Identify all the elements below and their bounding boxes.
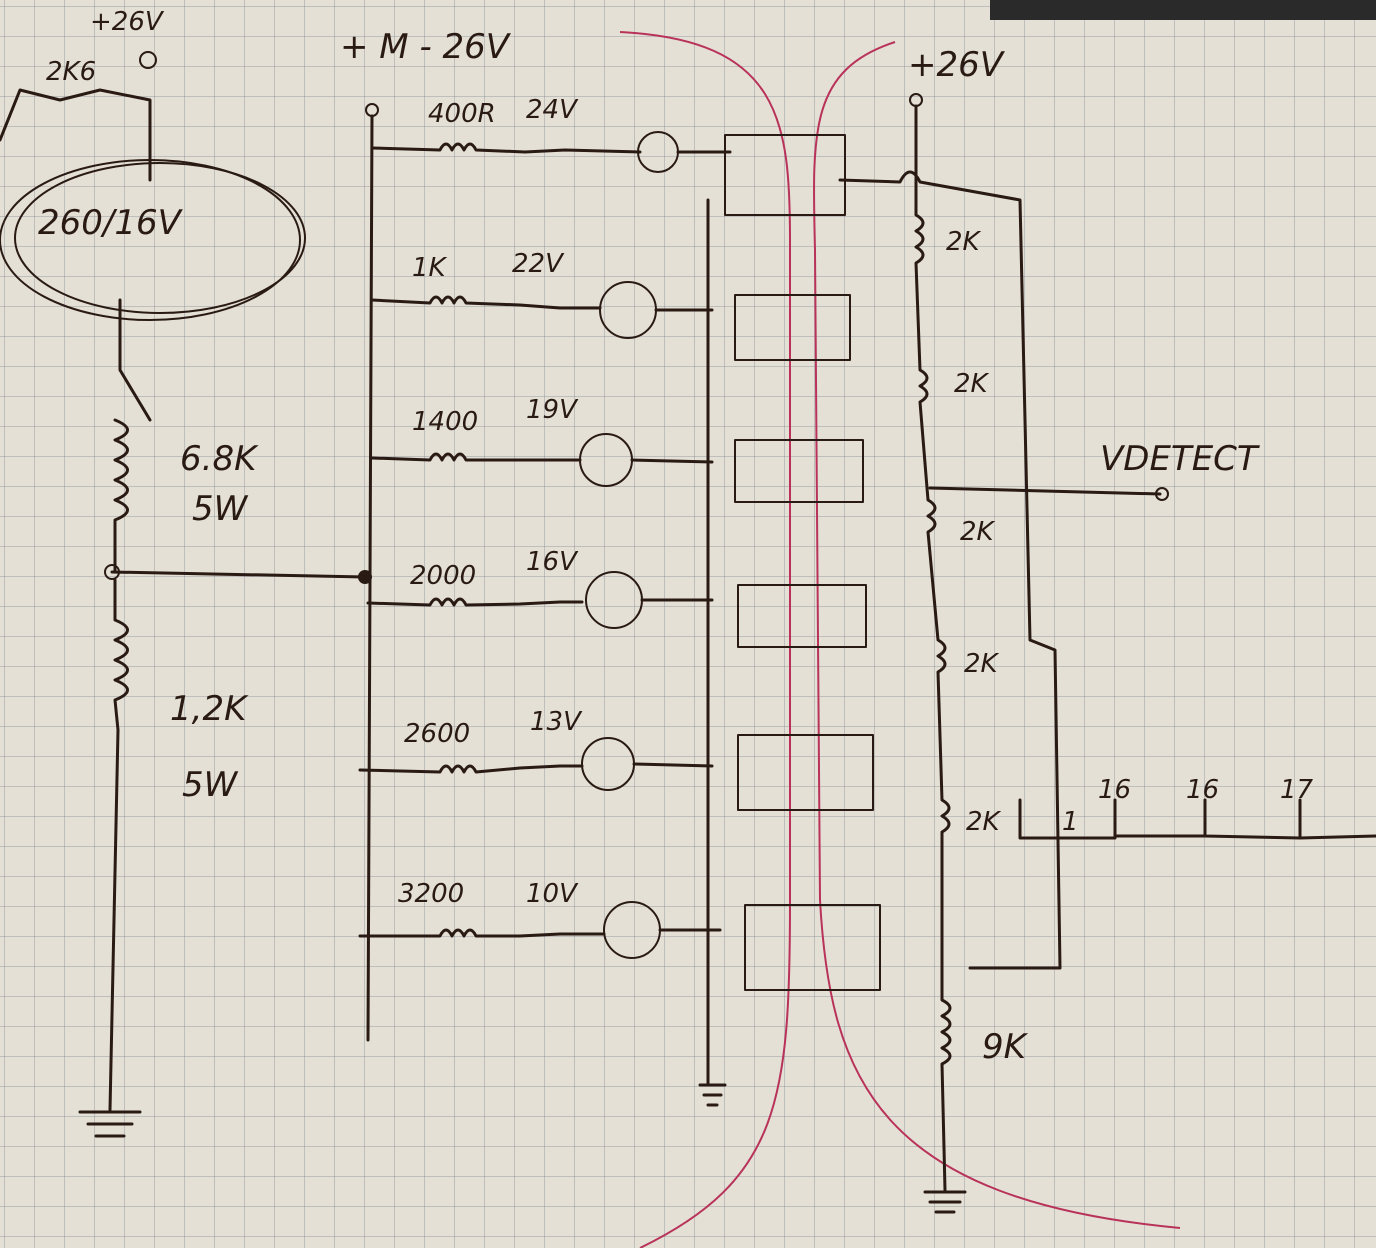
divider-string (78, 298, 372, 1138)
top-left-resistor-label: 2K6 (46, 57, 96, 87)
stage-rows (358, 131, 732, 959)
pullup-1-label: 2K (946, 227, 982, 257)
supply-rail-label: +26V (908, 45, 1006, 85)
stage-5-resistor: 2600 (404, 719, 470, 749)
bottom-resistor-label: 9K (982, 1027, 1029, 1067)
lower-resistor-power: 5W (182, 765, 239, 805)
transformer-label: 260/16V (38, 203, 184, 243)
top-left-supply-label: +26V (90, 7, 165, 37)
input-rail (365, 103, 379, 1042)
stage-3-zener: 19V (526, 395, 579, 425)
pullup-4-label: 2K (964, 649, 1000, 679)
upper-resistor-value: 6.8K (180, 439, 259, 479)
transformer (0, 51, 306, 321)
keyboard-edge (990, 0, 1376, 20)
stage-2-zener: 22V (512, 249, 565, 279)
stage-6-resistor: 3200 (398, 879, 464, 909)
supply-chain (838, 93, 1376, 1214)
optocouplers (698, 134, 881, 1107)
bus-label-2: 16 (1098, 775, 1131, 805)
pullup-3-label: 2K (960, 517, 996, 547)
red-trace-left (619, 31, 791, 1248)
stage-4-zener: 16V (526, 547, 579, 577)
upper-resistor-power: 5W (192, 489, 249, 529)
pullup-2-label: 2K (954, 369, 990, 399)
bus-label-4: 17 (1280, 775, 1314, 805)
stage-1-zener: 24V (526, 95, 579, 125)
bus-label-1: 1 (1062, 807, 1079, 837)
output-label: VDETECT (1100, 439, 1260, 479)
lower-resistor-value: 1,2K (170, 689, 249, 729)
bus-label-3: 16 (1186, 775, 1219, 805)
stage-6-zener: 10V (526, 879, 579, 909)
stage-5-zener: 13V (530, 707, 583, 737)
red-trace-right (812, 41, 1181, 1229)
stage-1-resistor: 400R (428, 99, 496, 129)
input-rail-label: + M - 26V (340, 27, 512, 67)
stage-2-resistor: 1K (412, 253, 448, 283)
stage-4-resistor: 2000 (410, 561, 476, 591)
pullup-5-label: 2K (966, 807, 1002, 837)
stage-3-resistor: 1400 (412, 407, 478, 437)
